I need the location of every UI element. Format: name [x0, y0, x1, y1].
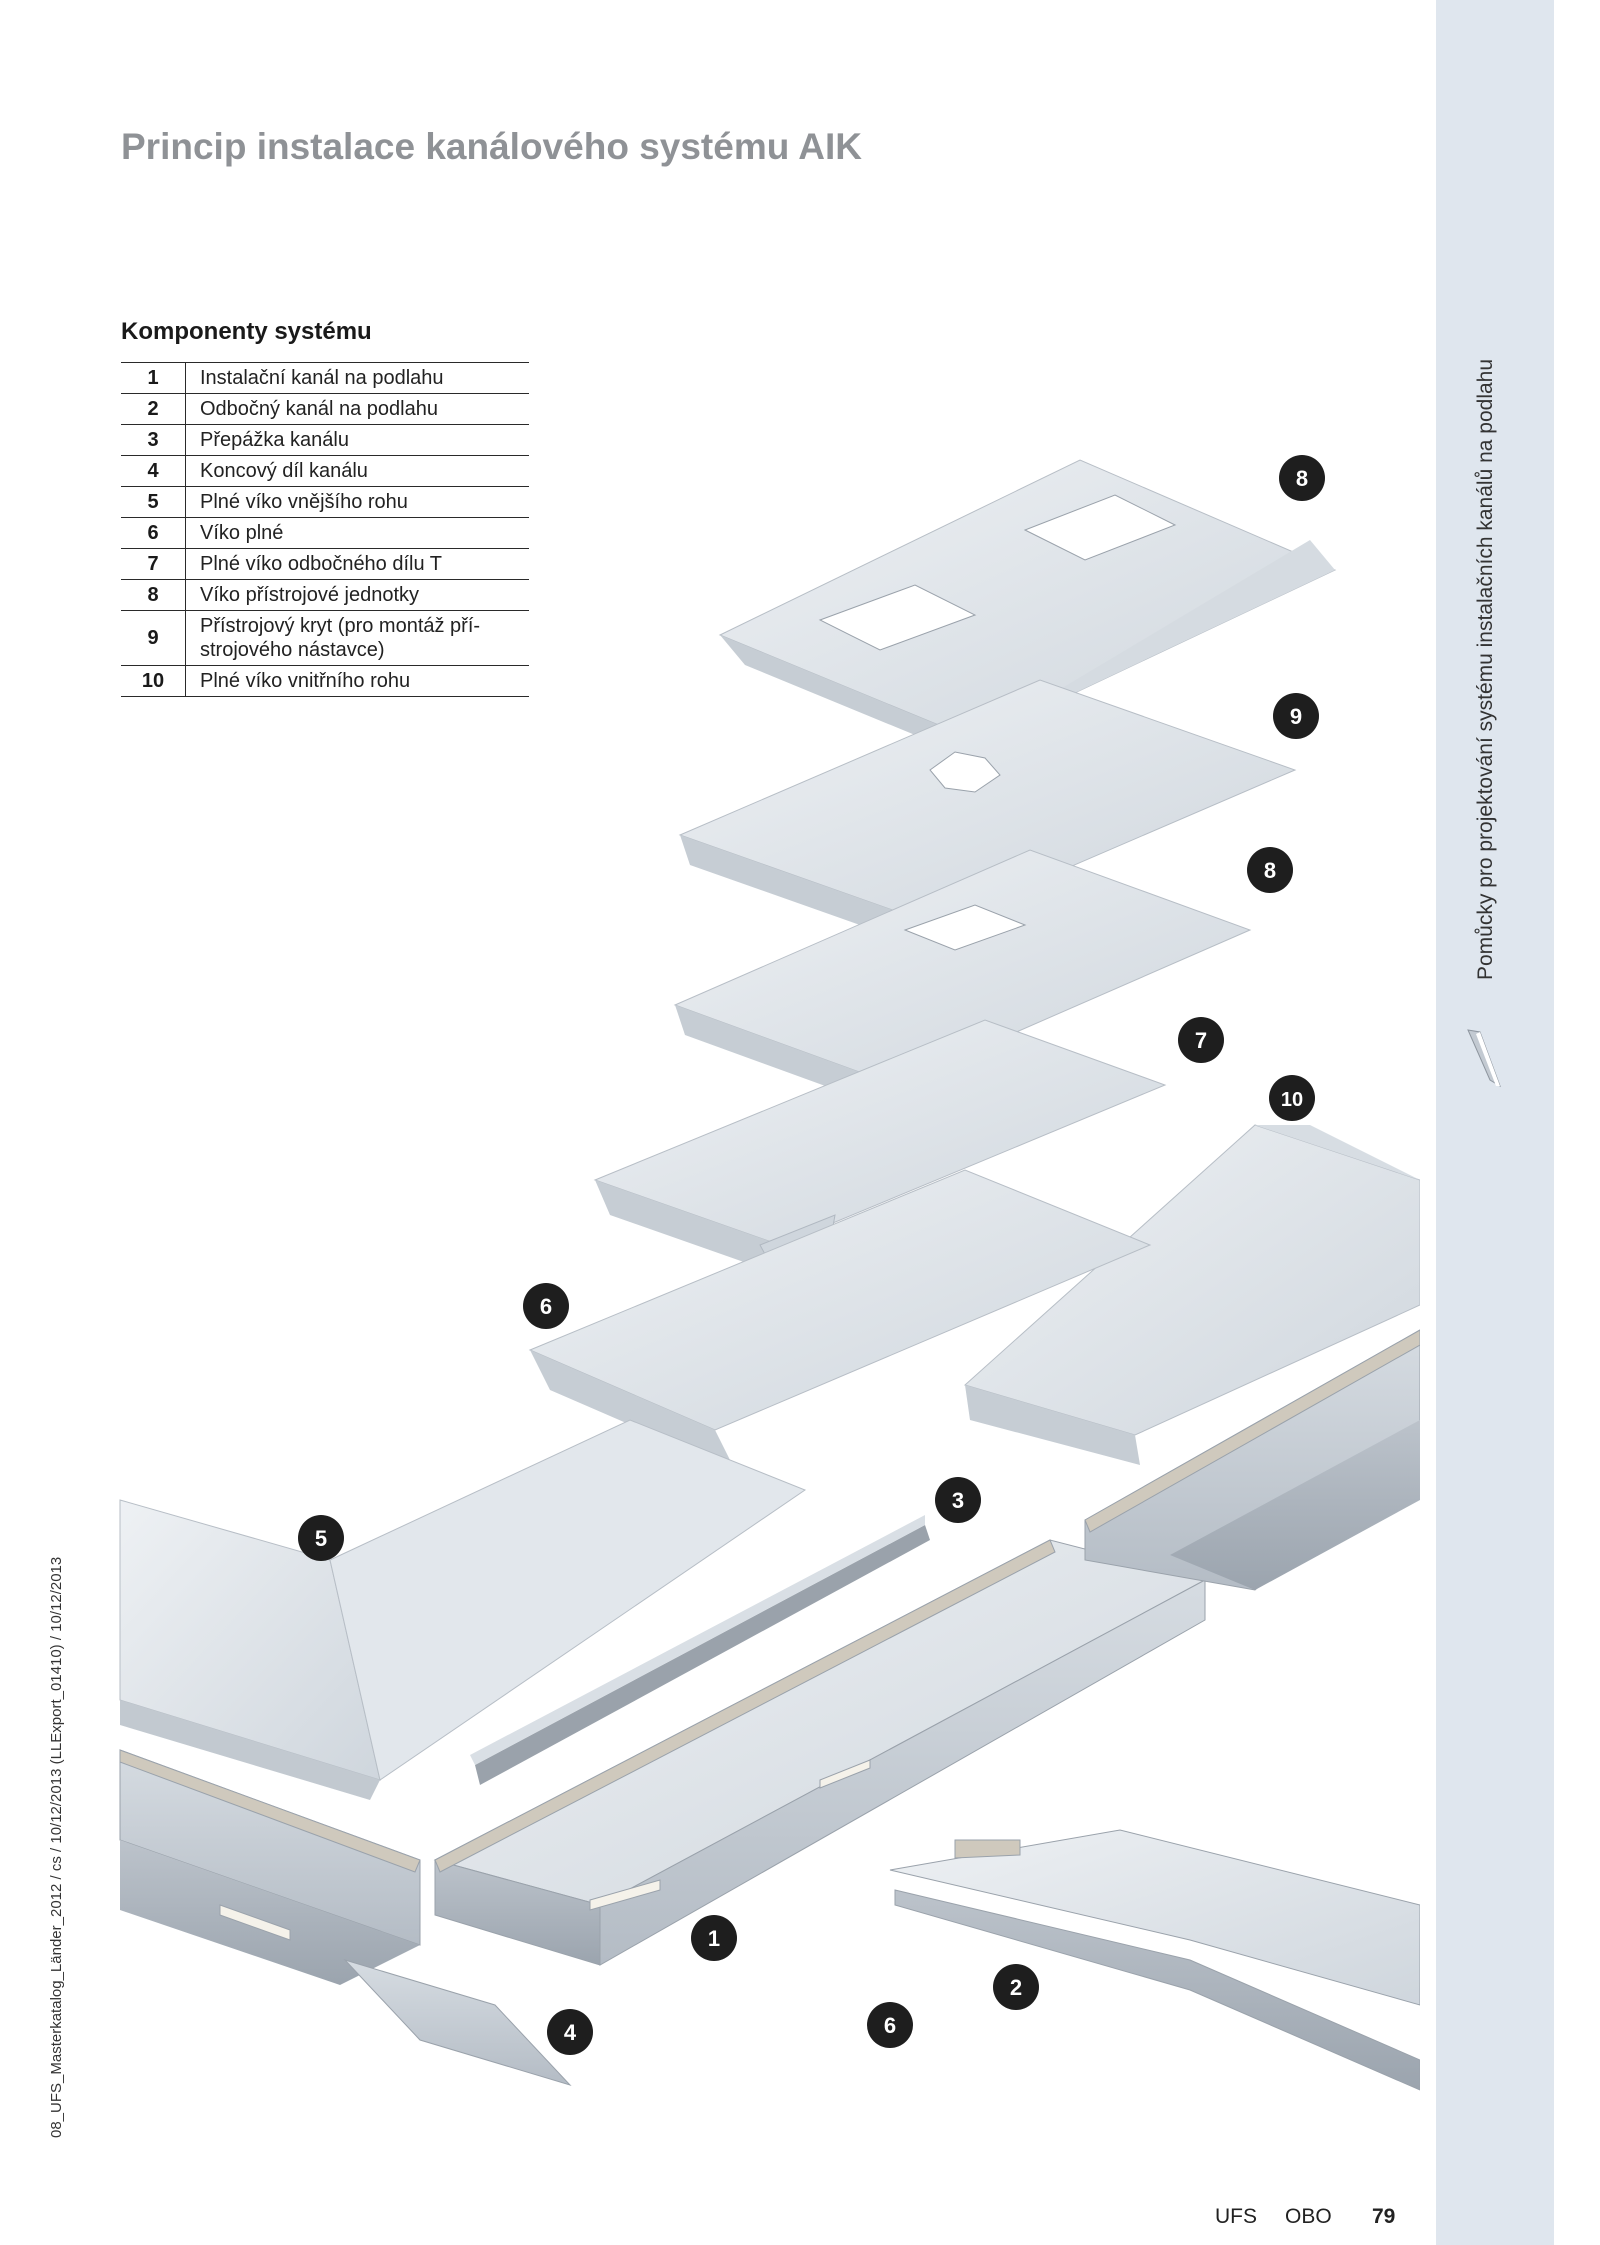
- table-row: 4 Koncový díl kanálu: [121, 455, 529, 487]
- callout-1: 1: [691, 1915, 737, 1961]
- component-description: Koncový díl kanálu: [185, 455, 529, 487]
- callout-label: 3: [952, 1488, 964, 1513]
- table-row: 3 Přepážka kanálu: [121, 424, 529, 456]
- footer-brand-ufs: UFS: [1215, 2205, 1257, 2228]
- callout-8-top: 8: [1279, 455, 1325, 501]
- callout-label: 6: [540, 1294, 552, 1319]
- component-number: 7: [147, 553, 159, 575]
- component-description: Víko přístrojové jednotky: [185, 579, 529, 611]
- callout-3: 3: [935, 1477, 981, 1523]
- callout-10: 10: [1269, 1075, 1315, 1121]
- component-number: 10: [141, 670, 165, 692]
- callout-label: 7: [1195, 1028, 1207, 1053]
- component-description: Odbočný kanál na podlahu: [185, 393, 529, 425]
- table-row: 10 Plné víko vnitřního rohu: [121, 665, 529, 697]
- callout-9: 9: [1273, 693, 1319, 739]
- floor-channel-right: [1084, 1329, 1420, 1591]
- callout-5: 5: [298, 1515, 344, 1561]
- component-description: Instalační kanál na podlahu: [185, 362, 529, 394]
- callout-label: 5: [315, 1526, 327, 1551]
- exploded-channel-illustration: 8 9 8 7 10 6 5 3 1 2 4 6: [119, 455, 1420, 2091]
- callout-6-upper: 6: [523, 1283, 569, 1329]
- plain-lid: [528, 1169, 1152, 1470]
- callout-7: 7: [1178, 1017, 1224, 1063]
- floor-channel-left: [119, 1749, 421, 1985]
- channel-end-piece: [343, 1958, 572, 2087]
- components-table: 1 Instalační kanál na podlahu 2 Odbočný ka…: [121, 362, 529, 697]
- channel-divider: [470, 1515, 930, 1785]
- page-number: 79: [1372, 2205, 1396, 2228]
- callout-label: 2: [1010, 1975, 1022, 2000]
- page-corner-arrow-icon: [1467, 1029, 1501, 1088]
- section-title: Komponenty systému: [121, 318, 372, 345]
- callout-label: 6: [884, 2013, 896, 2038]
- callout-6-lower: 6: [867, 2002, 913, 2048]
- component-number: 9: [147, 627, 159, 649]
- callout-label: 4: [564, 2020, 577, 2045]
- component-description: Plné víko vnitřního rohu: [185, 665, 529, 697]
- component-number: 4: [147, 460, 159, 482]
- floor-installation-channel: [433, 1539, 1207, 1966]
- component-description: Plné víko odbočného dílu T: [185, 548, 529, 580]
- component-description: Přístrojový kryt (pro montáž pří- strojo…: [185, 610, 529, 666]
- sidebar-band: [1436, 0, 1554, 2245]
- sidebar-section-label: Pomůcky pro projektování systému instala…: [1474, 358, 1497, 980]
- component-number: 6: [147, 522, 159, 544]
- component-description: Víko plné: [185, 517, 529, 549]
- table-row: 1 Instalační kanál na podlahu: [121, 362, 529, 394]
- table-row: 7 Plné víko odbočného dílu T: [121, 548, 529, 580]
- table-row: 8 Víko přístrojové jednotky: [121, 579, 529, 611]
- component-description: Přepážka kanálu: [185, 424, 529, 456]
- component-description: Plné víko vnějšího rohu: [185, 486, 529, 518]
- component-number: 1: [147, 367, 159, 389]
- callout-label: 8: [1296, 466, 1308, 491]
- callout-label: 1: [708, 1926, 720, 1951]
- callout-8-second: 8: [1247, 847, 1293, 893]
- component-number: 2: [147, 398, 159, 420]
- callout-label: 8: [1264, 858, 1276, 883]
- callout-label: 10: [1281, 1089, 1303, 1111]
- floor-branch-channel: [889, 1829, 1420, 2091]
- callout-2: 2: [993, 1964, 1039, 2010]
- table-row: 6 Víko plné: [121, 517, 529, 549]
- footer-brand-obo: OBO: [1285, 2205, 1332, 2228]
- component-number: 8: [147, 584, 159, 606]
- inner-corner-lid: [963, 1124, 1420, 1465]
- callout-4: 4: [547, 2009, 593, 2055]
- outer-corner-lid: [119, 1419, 807, 1800]
- callout-label: 9: [1290, 704, 1302, 729]
- component-number: 5: [147, 491, 159, 513]
- table-row: 5 Plné víko vnějšího rohu: [121, 486, 529, 518]
- page-title: Princip instalace kanálového systému AIK: [121, 126, 862, 167]
- table-row: 2 Odbočný kanál na podlahu: [121, 393, 529, 425]
- table-row: 9 Přístrojový kryt (pro montáž pří- stroj…: [121, 610, 529, 666]
- component-number: 3: [147, 429, 159, 451]
